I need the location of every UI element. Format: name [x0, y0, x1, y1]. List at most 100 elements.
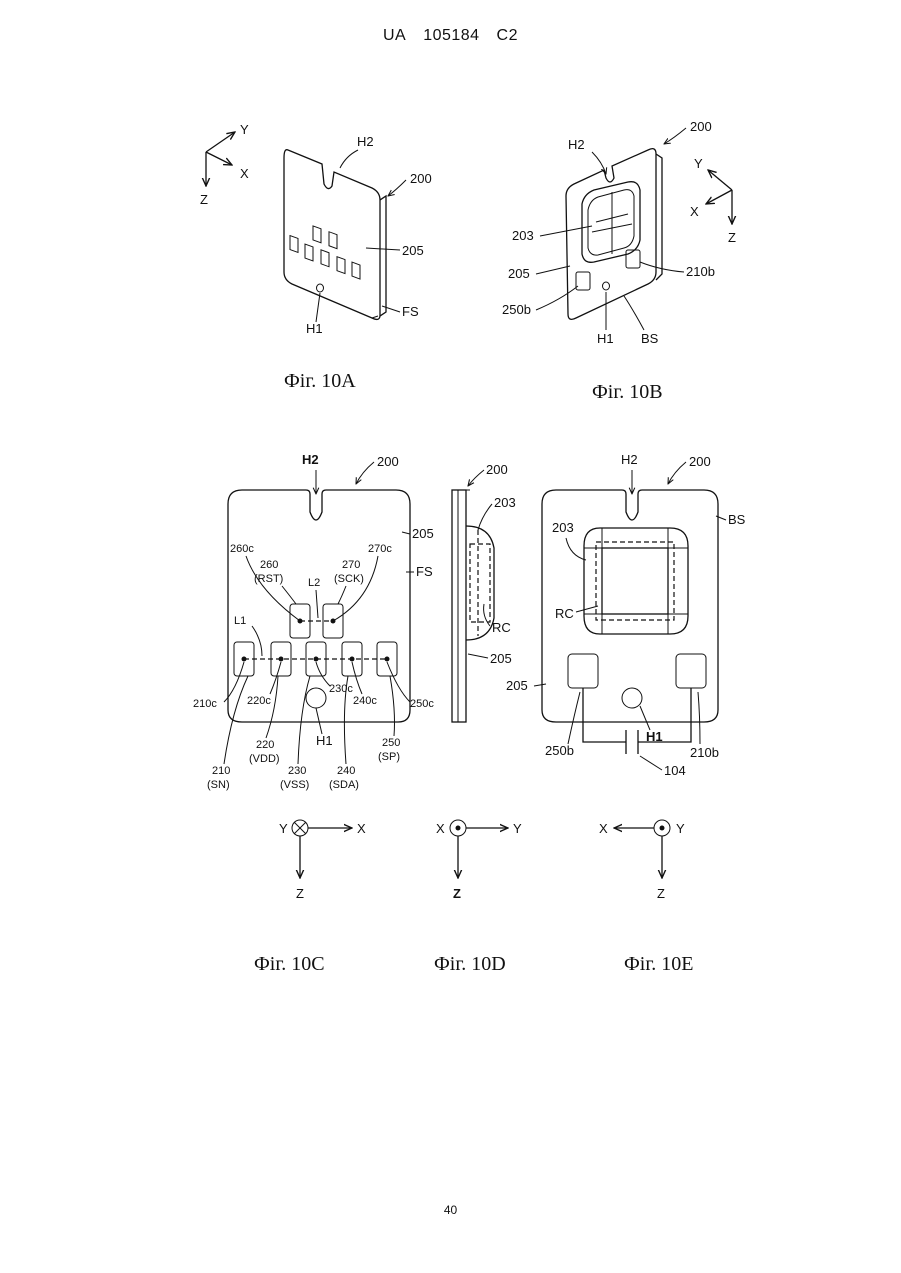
fig10c-label-l1: L1: [234, 615, 246, 627]
fig10c-label-vdd: (VDD): [249, 753, 280, 765]
fig10e-label-h1: H1: [646, 729, 663, 744]
fig10d-label-rc: RC: [492, 620, 511, 635]
figure-10c: H2 200 205 FS 260c 260 (RST) 270c 270 (S…: [193, 452, 434, 975]
fig10b-axis-x: X: [690, 204, 699, 219]
fig10b-axis-y: Y: [694, 156, 703, 171]
fig10e-pad-250b: [568, 654, 598, 688]
fig10e-label-250b: 250b: [545, 743, 574, 758]
fig10c-axis-z: Z: [296, 886, 304, 901]
fig10a-caption: Фіг. 10A: [284, 370, 356, 392]
fig10c-label-230: 230: [288, 765, 306, 777]
fig10b-axes: Y X Z: [690, 156, 736, 245]
fig10e-label-203: 203: [552, 520, 574, 535]
fig10c-label-h1: H1: [316, 733, 333, 748]
fig10c-label-rst: (RST): [254, 573, 283, 585]
fig10c-label-200: 200: [377, 454, 399, 469]
fig10c-label-l2: L2: [308, 577, 320, 589]
fig10a-card-outline: [284, 150, 386, 320]
fig10e-hole-h1: [622, 688, 642, 708]
fig10e-label-104: 104: [664, 763, 686, 778]
fig10c-card-outline: [228, 490, 410, 722]
fig10c-label-270c: 270c: [368, 543, 392, 555]
fig10e-coil: [584, 528, 688, 634]
fig10c-hole-h1: [306, 688, 326, 708]
fig10e-caption: Фіг. 10E: [624, 953, 694, 975]
fig10b-pad-250b: [576, 272, 590, 290]
fig10c-label-220c: 220c: [247, 695, 271, 707]
fig10b-caption: Фіг. 10B: [592, 381, 663, 403]
fig10d-labels: 200 203 RC 205: [468, 462, 516, 666]
fig10e-axis-x: X: [599, 821, 608, 836]
fig10b-label-h1: H1: [597, 331, 614, 346]
fig10e-capacitor: [583, 688, 691, 754]
fig10c-axes: Y X Z: [279, 820, 366, 901]
fig10e-axes: X Y Z: [599, 820, 685, 901]
fig10d-label-205: 205: [490, 651, 512, 666]
fig10b-label-h2: H2: [568, 137, 585, 152]
fig10e-label-rc: RC: [555, 606, 574, 621]
fig10c-label-210c: 210c: [193, 698, 217, 710]
fig10c-label-220: 220: [256, 739, 274, 751]
fig10a-label-h1: H1: [306, 321, 323, 336]
fig10d-caption: Фіг. 10D: [434, 953, 506, 975]
fig10c-labels: H2 200 205 FS 260c 260 (RST) 270c 270 (S…: [193, 452, 434, 791]
fig10c-axis-y: Y: [279, 821, 288, 836]
fig10c-label-230c: 230c: [329, 683, 353, 695]
fig10d-card-side: [452, 490, 466, 722]
fig10c-label-vss: (VSS): [280, 779, 309, 791]
fig10c-label-sda: (SDA): [329, 779, 359, 791]
fig10a-contacts: [290, 226, 360, 292]
fig10b-label-bs: BS: [641, 331, 659, 346]
fig10c-label-240: 240: [337, 765, 355, 777]
fig10d-axes: X Y Z: [436, 820, 522, 901]
fig10b-label-205: 205: [508, 266, 530, 281]
fig10e-label-200: 200: [689, 454, 711, 469]
fig10b-axis-z: Z: [728, 230, 736, 245]
figure-10e: H2 200 BS 203 RC 205 250b H1 210b 104: [506, 452, 746, 975]
fig10b-label-203: 203: [512, 228, 534, 243]
fig10e-pad-210b: [676, 654, 706, 688]
figure-10b: H2 200 203 205 250b 210b H1 BS Y X Z Фіг…: [502, 119, 736, 403]
fig10d-axis-z: Z: [453, 886, 461, 901]
fig10c-label-210: 210: [212, 765, 230, 777]
fig10b-label-210b: 210b: [686, 264, 715, 279]
fig10e-label-205: 205: [506, 678, 528, 693]
fig10c-axis-x: X: [357, 821, 366, 836]
page-number: 40: [0, 1203, 901, 1217]
fig10d-axis-x: X: [436, 821, 445, 836]
fig10e-axis-z: Z: [657, 886, 665, 901]
fig10c-label-sp: (SP): [378, 751, 400, 763]
fig10b-label-250b: 250b: [502, 302, 531, 317]
fig10c-label-h2: H2: [302, 452, 319, 467]
fig10a-axis-y: Y: [240, 122, 249, 137]
fig10a-label-200: 200: [410, 171, 432, 186]
fig10a-label-205: 205: [402, 243, 424, 258]
fig10c-label-sn: (SN): [207, 779, 230, 791]
fig10d-axis-y: Y: [513, 821, 522, 836]
fig10e-label-h2: H2: [621, 452, 638, 467]
figure-10d: 200 203 RC 205 X Y Z Фіг. 10D: [434, 462, 522, 975]
fig10c-label-250: 250: [382, 737, 400, 749]
fig10b-labels: H2 200 203 205 250b 210b H1 BS: [502, 119, 715, 346]
fig10c-caption: Фіг. 10C: [254, 953, 325, 975]
fig10c-label-270: 270: [342, 559, 360, 571]
figure-10a: Y X Z H2 200 205 FS: [200, 122, 432, 392]
fig10b-label-200: 200: [690, 119, 712, 134]
fig10b-hole-h1: [603, 282, 610, 290]
fig10c-label-260c: 260c: [230, 543, 254, 555]
fig10a-axis-z: Z: [200, 192, 208, 207]
fig10a-label-h2: H2: [357, 134, 374, 149]
fig10c-label-sck: (SCK): [334, 573, 364, 585]
fig10e-label-210b: 210b: [690, 745, 719, 760]
fig10c-pads: [234, 604, 397, 708]
fig10b-pad-210b: [626, 250, 640, 268]
fig10a-labels: H2 200 205 FS H1: [306, 134, 432, 336]
fig10c-label-250c: 250c: [410, 698, 434, 710]
fig10c-label-205: 205: [412, 526, 434, 541]
fig10d-label-203: 203: [494, 495, 516, 510]
fig10c-label-fs: FS: [416, 564, 433, 579]
fig10c-label-260: 260: [260, 559, 278, 571]
fig10a-axes: Y X Z: [200, 122, 249, 207]
fig10d-label-200: 200: [486, 462, 508, 477]
